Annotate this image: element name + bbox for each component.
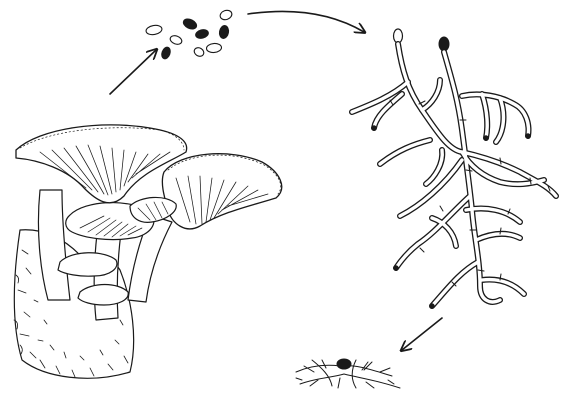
arrow-mycelium-to-primordium — [402, 318, 442, 350]
spore-cluster-icon — [145, 9, 233, 60]
branching-hyphae-icon — [352, 29, 556, 308]
arrow-mushroom-to-spores — [110, 50, 156, 94]
oyster-mushroom-cluster-icon — [14, 125, 282, 378]
primordium-icon — [296, 359, 400, 388]
arrow-spores-to-mycelium — [248, 11, 364, 32]
